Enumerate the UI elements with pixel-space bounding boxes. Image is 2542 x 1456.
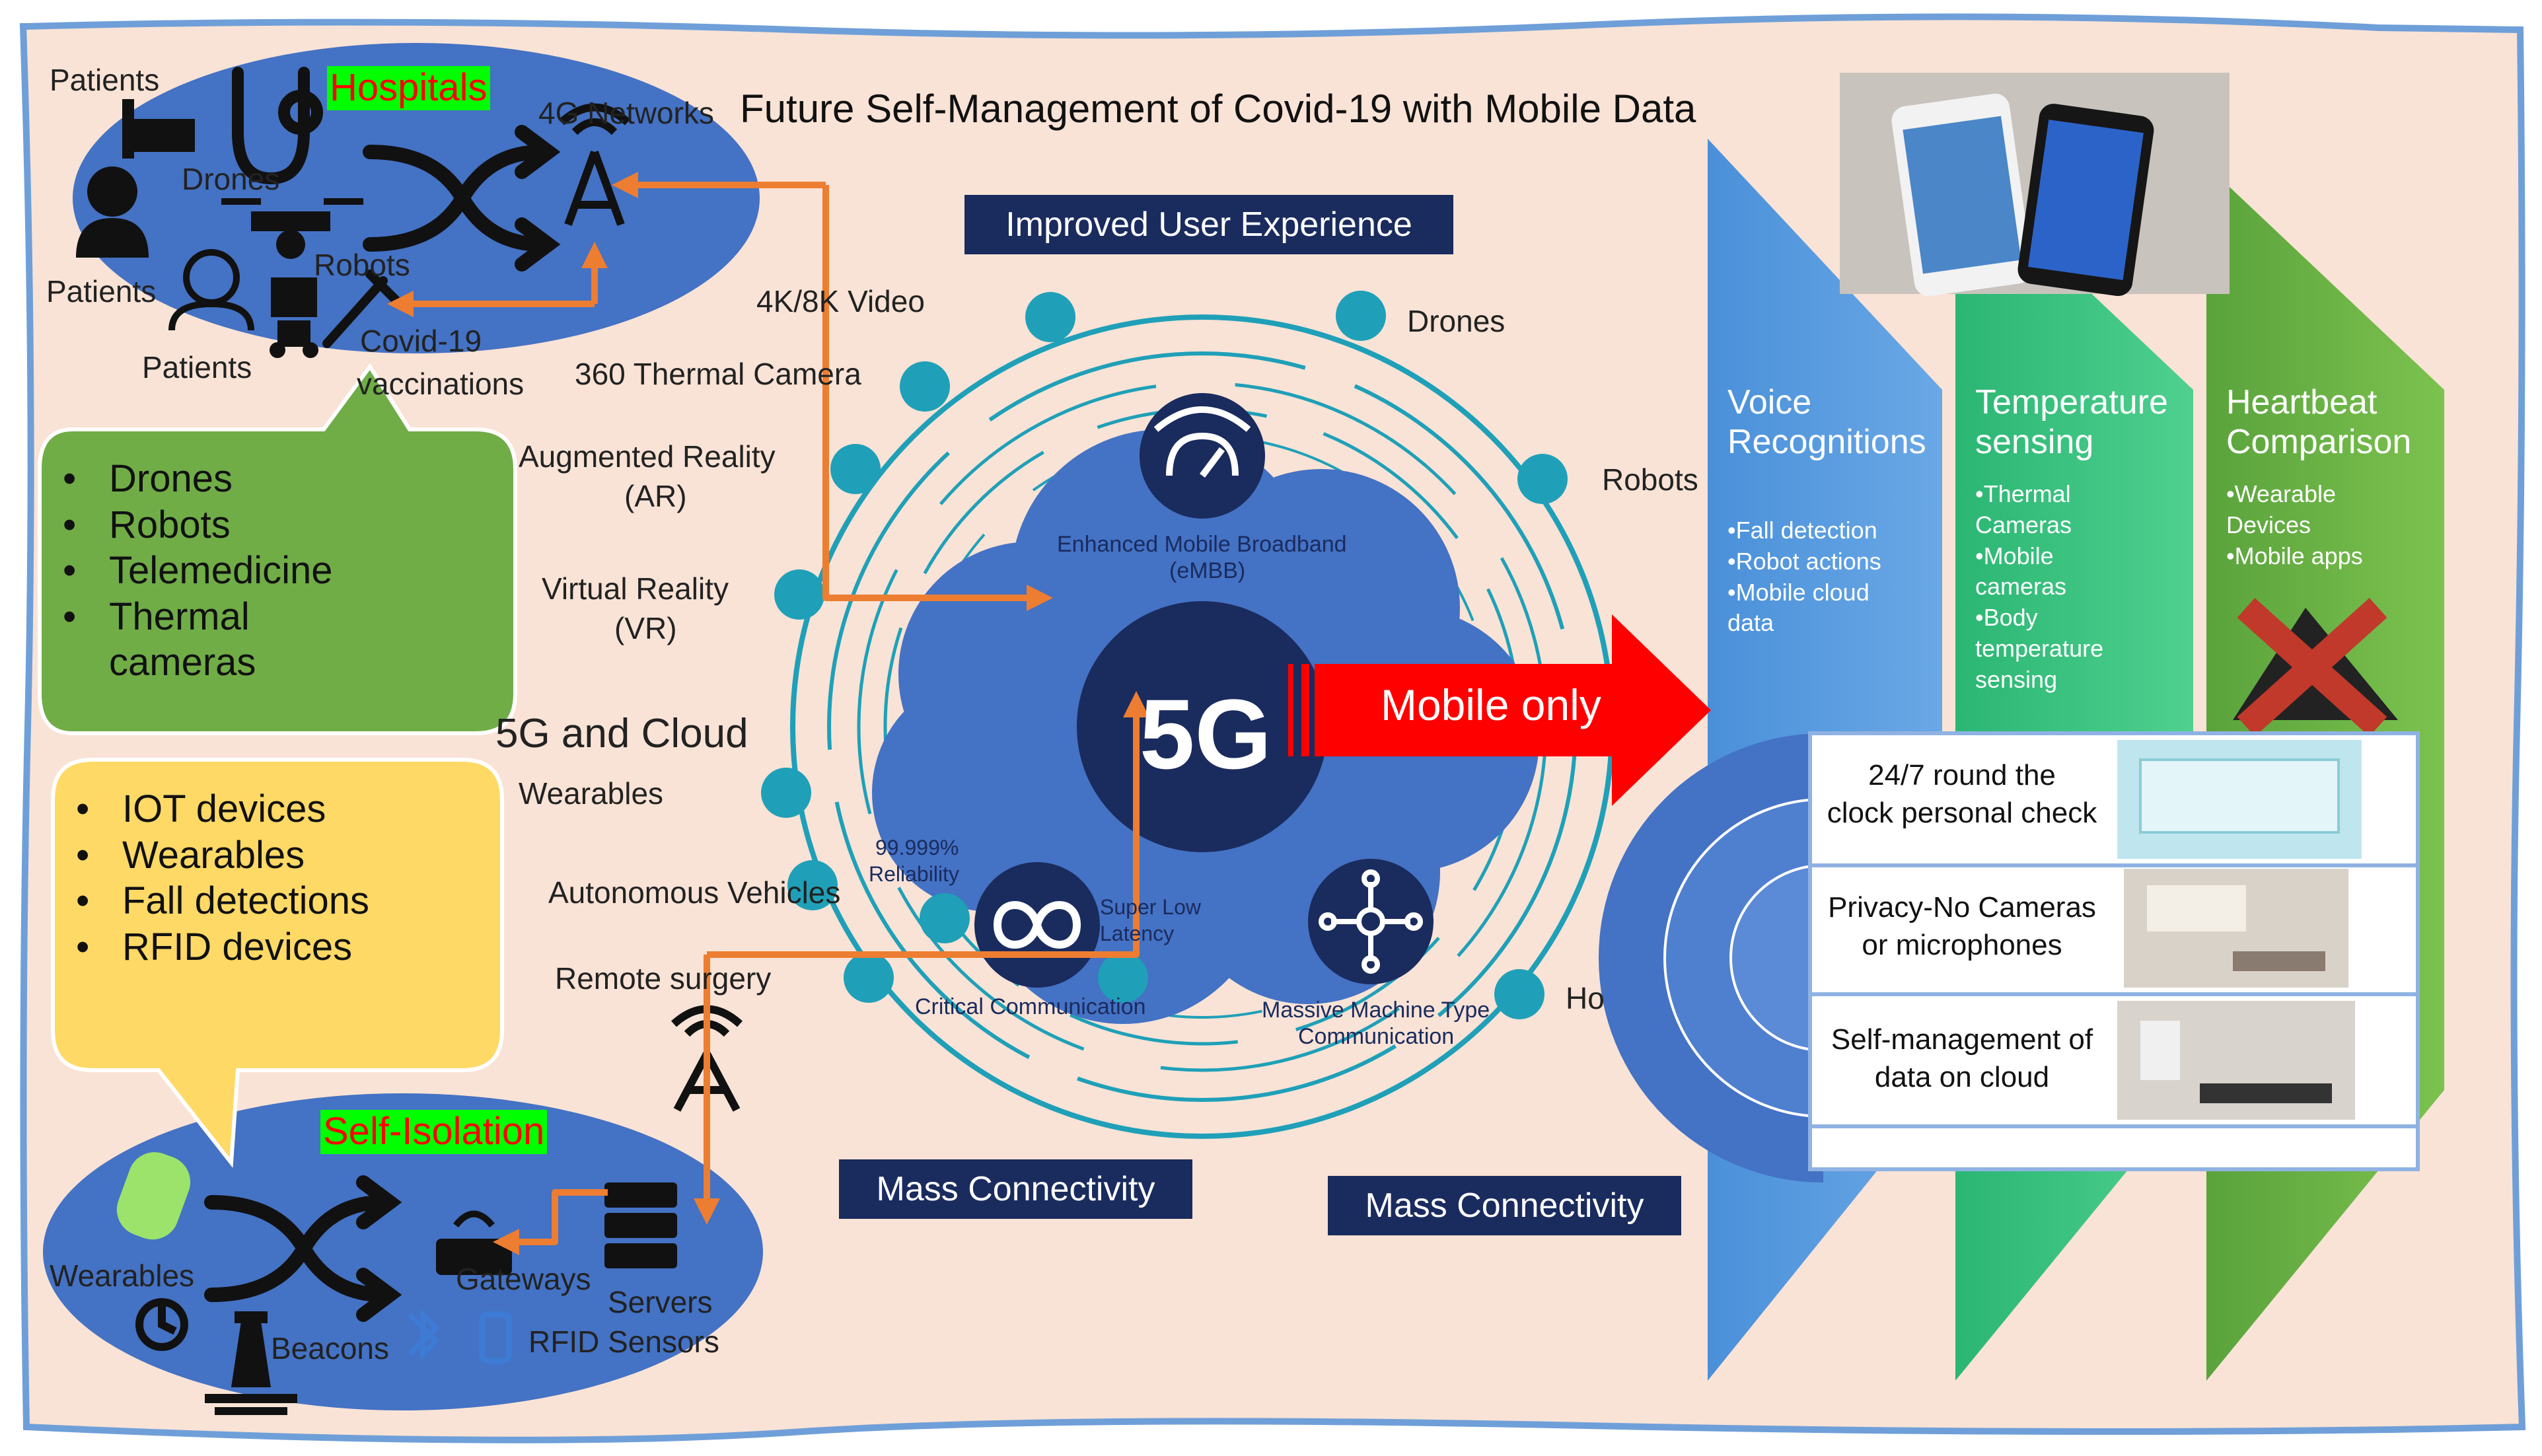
cloud5g-label: 5G and Cloud xyxy=(495,711,748,756)
rfid-label: RFID Sensors xyxy=(528,1325,719,1359)
ar-label-1: Augmented Reality xyxy=(519,439,776,474)
nurse-icon xyxy=(168,249,254,331)
drone-icon xyxy=(221,198,363,259)
surgery-label: Remote surgery xyxy=(555,961,772,996)
robot-icon xyxy=(270,277,318,358)
network-hub-icon xyxy=(1319,869,1423,974)
yellow-item-fall: Fall detections xyxy=(63,878,499,924)
isolation-ellipse xyxy=(43,1093,763,1410)
yellow-item-iot: IOT devices xyxy=(63,786,499,832)
drones-label: Drones xyxy=(182,162,280,196)
shuffle-icon xyxy=(363,125,561,272)
vr-label-2: (VR) xyxy=(614,611,677,645)
patients-label-3: Patients xyxy=(142,350,252,384)
panel-temp-list: •Thermal Cameras •Mobile cameras •Body t… xyxy=(1975,480,2104,693)
thermal-camera-label: 360 Thermal Camera xyxy=(575,357,861,391)
hospital-label: Hospitals xyxy=(327,66,490,110)
latency-label-2: Latency xyxy=(1100,922,1175,945)
mmtc-label-2: Communication xyxy=(1298,1024,1455,1049)
shuffle-icon-2 xyxy=(204,1175,402,1322)
warning-sign-icon xyxy=(2233,598,2398,737)
layered-semicircles xyxy=(1599,733,1825,1183)
room-image-3 xyxy=(2117,1001,2355,1120)
mmtc-icon-circle xyxy=(1308,859,1434,984)
ar-label-2: (AR) xyxy=(624,479,687,513)
bluetooth-icon xyxy=(408,1308,440,1361)
green-item-robots: Robots xyxy=(50,502,512,548)
gateways-label: Gateways xyxy=(456,1262,591,1296)
embb-label-1: Enhanced Mobile Broadband xyxy=(1057,532,1347,557)
isolation-label: Self-Isolation xyxy=(320,1110,548,1154)
video-label: 4K/8K Video xyxy=(756,284,925,318)
orange-connectors xyxy=(386,172,1149,1255)
rfid-sensor-icon xyxy=(479,1311,512,1364)
mass-connectivity-box-2: Mass Connectivity xyxy=(1328,1176,1681,1235)
speed-gauge-icon xyxy=(1153,406,1251,478)
mmtc-label-1: Massive Machine Type xyxy=(1262,998,1490,1023)
green-item-telemedicine: Telemedicine xyxy=(50,548,512,594)
green-item-drones: Drones xyxy=(50,456,512,502)
doctor-icon xyxy=(76,166,149,258)
server-icon xyxy=(604,1183,677,1268)
network-label: 4G Networks xyxy=(538,96,714,130)
stethoscope-icon xyxy=(232,67,323,185)
yellow-item-rfid: RFID devices xyxy=(63,924,499,970)
mobile-only-label: Mobile only xyxy=(1381,680,1601,729)
cell-tower-icon xyxy=(558,103,631,227)
green-bubble-list: Drones Robots Telemedicine Thermal camer… xyxy=(50,456,512,686)
mobile-only-arrow xyxy=(1315,614,1711,806)
servers-label: Servers xyxy=(608,1285,713,1319)
embb-icon-circle xyxy=(1140,393,1265,519)
ring-wearables-label: Wearables xyxy=(519,776,664,811)
panel-heart-list: •Wearable Devices •Mobile apps xyxy=(2226,480,2363,569)
wearable-tag-icon xyxy=(116,1152,191,1240)
robots-label: Robots xyxy=(314,248,410,282)
ho-label: Ho xyxy=(1566,981,1605,1015)
patients-label-1: Patients xyxy=(50,63,160,97)
vr-label-1: Virtual Reality xyxy=(542,571,729,606)
critical-label: Critical Communication xyxy=(915,994,1146,1019)
ring-robots-label: Robots xyxy=(1602,462,1698,497)
room-image-2 xyxy=(2124,869,2348,988)
ring-drones-label: Drones xyxy=(1407,304,1506,338)
patients-label-2: Patients xyxy=(46,274,157,309)
diagram-title: Future Self-Management of Covid-19 with … xyxy=(740,87,1696,131)
hospital-bed-icon xyxy=(122,99,195,159)
beacons-label: Beacons xyxy=(271,1331,390,1365)
vaccine-label-2: vaccinations xyxy=(357,367,525,401)
center-5g-label: 5G xyxy=(1140,678,1272,789)
latency-label-1: Super Low xyxy=(1100,895,1201,919)
vaccine-label-1: Covid-19 xyxy=(360,324,482,358)
panel-voice-list: •Fall detection•Robot actions •Mobile cl… xyxy=(1727,517,1881,637)
yellow-bubble-list: IOT devices Wearables Fall detections RF… xyxy=(63,786,499,970)
mass-connectivity-box-1: Mass Connectivity xyxy=(839,1159,1192,1219)
green-item-thermal: Thermal xyxy=(50,594,512,640)
smartphones-image xyxy=(1840,73,2230,297)
embb-label-2: (eMBB) xyxy=(1169,558,1246,583)
room-image-1 xyxy=(2117,740,2362,859)
autonomous-label: Autonomous Vehicles xyxy=(548,875,841,910)
beacon-lighthouse-icon xyxy=(205,1311,297,1415)
yellow-item-wearables: Wearables xyxy=(63,832,499,879)
improved-experience-box: Improved User Experience xyxy=(964,195,1453,254)
ring-dots xyxy=(761,291,1568,1019)
reliability-label-1: 99.999% xyxy=(875,836,959,859)
reliability-label-2: Reliability xyxy=(869,862,959,886)
green-item-cameras: cameras xyxy=(109,641,256,684)
infinity-icon xyxy=(993,901,1081,949)
isolation-wearables-label: Wearables xyxy=(50,1258,195,1293)
watch-icon xyxy=(135,1298,188,1351)
